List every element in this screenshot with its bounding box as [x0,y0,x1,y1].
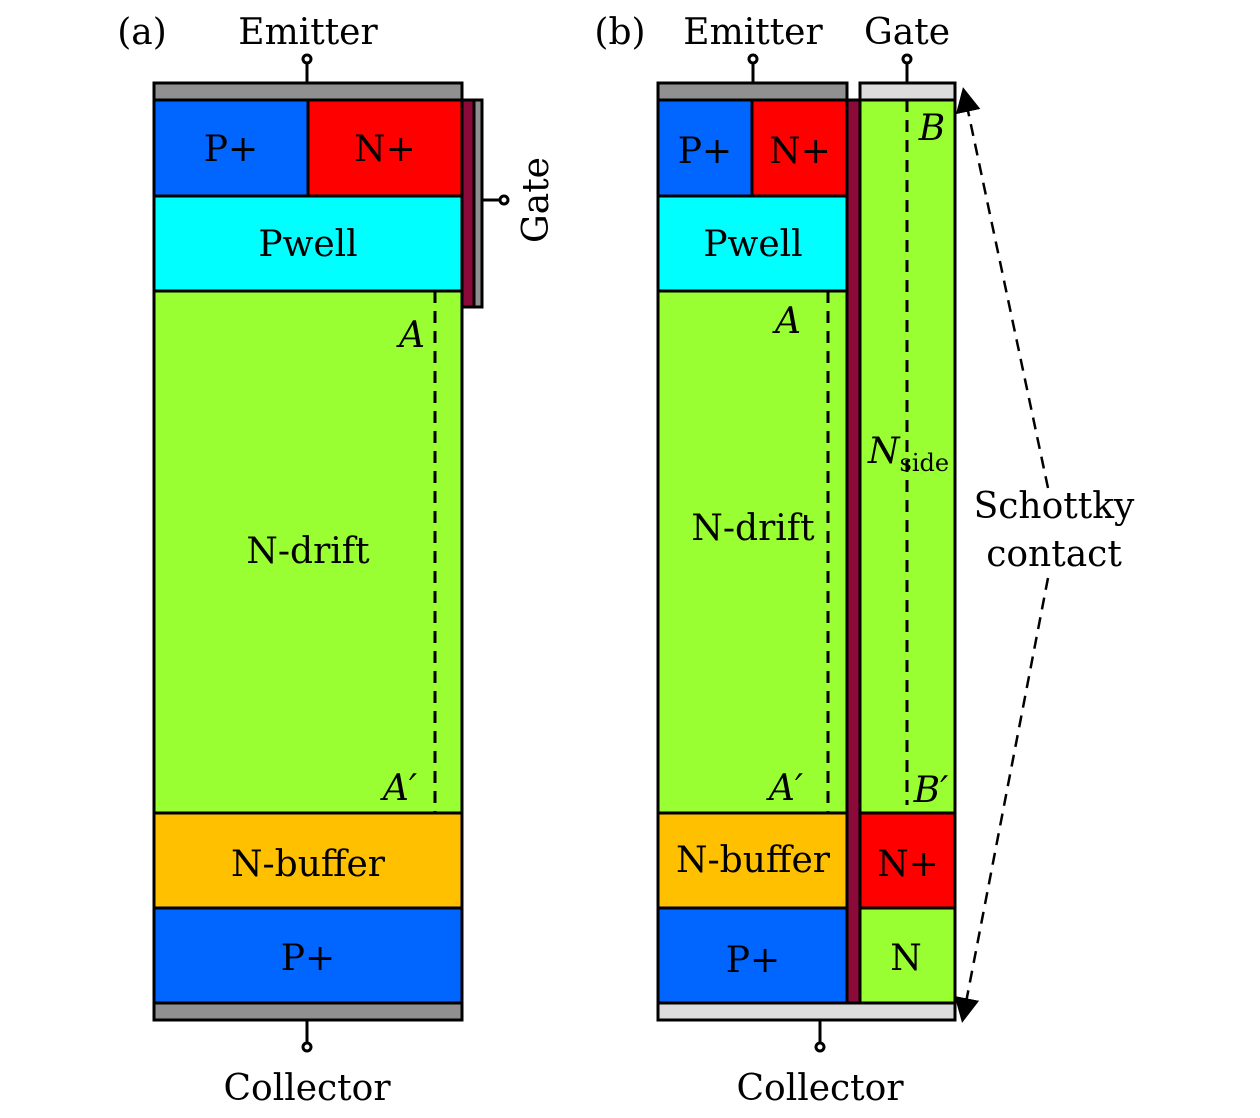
n-side-label: Nside [867,431,949,477]
emitter-label: Emitter [238,12,378,53]
n-drift-region [656,289,849,815]
collector-pin-icon [814,1041,826,1053]
trench-oxide [845,98,862,1005]
gate-label: Gate [516,157,557,243]
gate-oxide [460,98,476,309]
n-plus-region [306,98,464,198]
cut-a-label: A [772,301,801,342]
side-n-label: N [890,938,922,979]
collector-metal [152,1001,464,1022]
gate-pin-icon [498,194,510,206]
collector-metal [656,1001,957,1022]
p-plus-bottom-region [152,906,464,1005]
schottky-arrow-bottom [954,577,1050,1023]
n-buffer-label: N-buffer [231,844,386,885]
cut-a-label: A [396,315,425,356]
emitter-label: Emitter [683,12,823,53]
emitter-metal [656,81,849,102]
emitter-pin-icon [747,53,759,65]
panel-a-tag: (a) [117,12,167,53]
schottky-arrow-top [955,87,1050,489]
panel-b: (b) Emitter Gate P+ N+ Pwell N-drift N-b… [594,12,1135,1109]
n-plus-label: N+ [769,131,831,172]
n-drift-region [152,289,464,815]
gate-label: Gate [864,12,950,53]
n-buffer-region [152,811,464,910]
collector-pin-icon [301,1041,313,1053]
p-plus-bottom-label: P+ [726,940,780,981]
n-side-main: N [867,431,901,472]
side-n-region [858,906,957,1005]
side-n-plus-label: N+ [877,844,939,885]
cut-b-label: B [918,108,945,149]
n-plus-region [750,98,849,198]
schottky-label-line1: Schottky [974,486,1135,527]
p-plus-top-label: P+ [678,131,732,172]
emitter-pin-icon [301,53,313,65]
cut-a-prime-label: A′ [766,768,803,809]
gate-pin-icon [901,53,913,65]
n-side-subscript: side [900,449,950,477]
n-buffer-label: N-buffer [676,840,831,881]
cut-a-prime-label: A′ [380,768,417,809]
gate-schottky-metal [858,81,957,102]
pwell-label: Pwell [703,224,802,265]
n-plus-label: N+ [354,129,416,170]
pwell-label: Pwell [258,224,357,265]
emitter-metal [152,81,464,102]
p-plus-top-label: P+ [204,129,258,170]
cut-b-prime-label: B′ [913,770,949,811]
schottky-label-line2: contact [986,534,1122,575]
p-plus-bottom-label: P+ [281,938,335,979]
n-drift-label: N-drift [246,531,370,572]
panel-b-tag: (b) [594,12,645,53]
collector-label: Collector [736,1068,904,1109]
panel-a: (a) Emitter Gate P+ N+ Pwell N-drift N-b… [117,12,557,1109]
collector-label: Collector [223,1068,391,1109]
n-drift-label: N-drift [691,508,815,549]
n-buffer-region [656,811,849,910]
